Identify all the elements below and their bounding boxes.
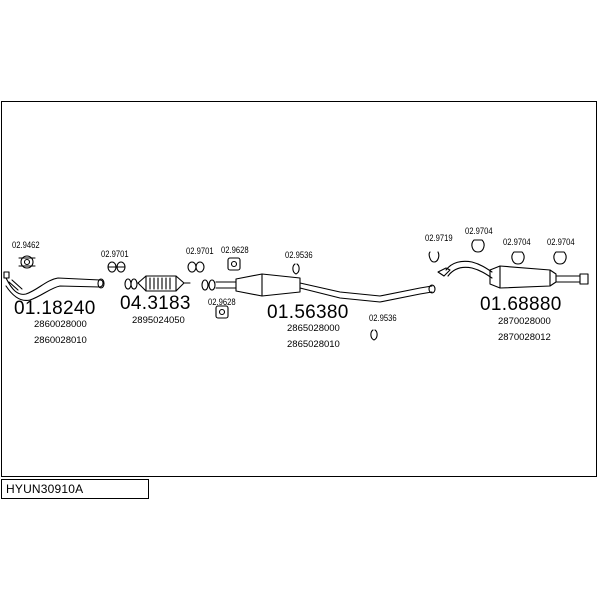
- fitting-code: 02.9628: [208, 297, 236, 307]
- mount-02-9704-b: [511, 251, 525, 265]
- assembly-number-rear-silencer: 01.68880: [480, 294, 562, 315]
- part-number: 2895024050: [132, 315, 185, 326]
- centre-pipe: [201, 273, 436, 303]
- mount-02-9628-b: [215, 305, 229, 319]
- fitting-code: 02.9719: [425, 233, 453, 243]
- part-number: 2870028012: [498, 332, 551, 343]
- flange-02-9701-a: [107, 261, 126, 273]
- front-pipe: [3, 271, 105, 302]
- mount-02-9704-c: [553, 251, 567, 265]
- fitting-code: 02.9701: [186, 246, 214, 256]
- fitting-code: 02.9536: [369, 313, 397, 323]
- hanger-02-9719: [428, 251, 440, 263]
- connector-gasket: [124, 278, 138, 290]
- assembly-number-catalyst: 04.3183: [120, 293, 191, 314]
- fitting-code: 02.9704: [503, 237, 531, 247]
- flange-02-9701-b: [187, 261, 205, 273]
- rear-silencer: [437, 260, 589, 289]
- hanger-02-9536-b: [370, 329, 378, 341]
- part-number: 2860028000: [34, 319, 87, 330]
- fitting-code: 02.9462: [12, 240, 40, 250]
- fitting-code: 02.9701: [101, 249, 129, 259]
- part-number: 2870028000: [498, 316, 551, 327]
- fitting-code: 02.9628: [221, 245, 249, 255]
- mount-02-9704-a: [471, 239, 485, 253]
- catalytic-converter: [137, 275, 191, 292]
- mount-02-9628-a: [227, 257, 241, 271]
- hanger-02-9536-a: [292, 263, 300, 275]
- fitting-code: 02.9536: [285, 250, 313, 260]
- diagram-code-box: HYUN30910A: [1, 479, 149, 499]
- part-number: 2860028010: [34, 335, 87, 346]
- fitting-code: 02.9704: [547, 237, 575, 247]
- fitting-code: 02.9704: [465, 226, 493, 236]
- part-number: 2865028010: [287, 339, 340, 350]
- assembly-number-centre-pipe: 01.56380: [267, 302, 349, 323]
- gasket-02-9462: [18, 255, 36, 269]
- diagram-frame: [1, 101, 597, 477]
- part-number: 2865028000: [287, 323, 340, 334]
- assembly-number-front-pipe: 01.18240: [14, 298, 96, 319]
- diagram-code: HYUN30910A: [6, 482, 84, 496]
